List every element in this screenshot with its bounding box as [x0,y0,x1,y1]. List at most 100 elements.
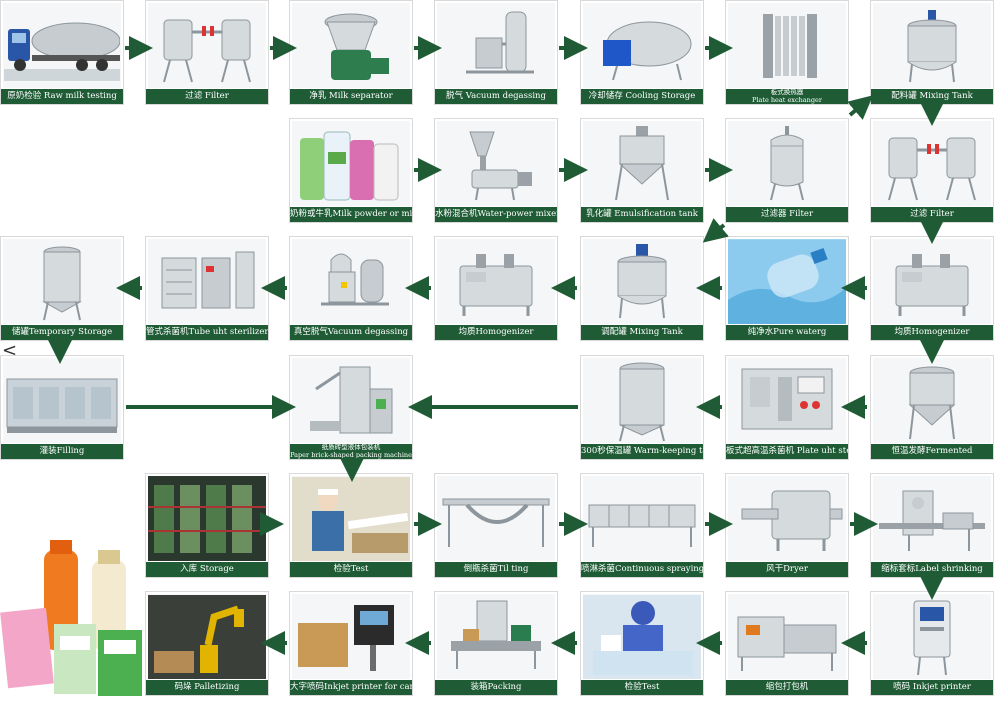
tall-tank-icon [583,358,701,443]
robot-arm-icon [148,594,266,679]
plate-sterilizer-icon [728,358,846,443]
tanker-truck-icon [3,3,121,88]
step-label: 冷却储存 Cooling Storage [581,89,703,104]
step-filter-2: 过滤 Filter [870,118,994,223]
prev-arrow-icon[interactable]: < [2,340,18,361]
step-label: 原奶检验 Raw milk testing [1,89,123,104]
step-vacuum-degassing-2: 真空脱气Vacuum degassing [289,236,413,341]
step-filter-vessel: 过滤器 Filter [725,118,849,223]
step-temporary-storage: 储罐Temporary Storage [0,236,124,341]
step-til-ting: 倒瓶杀菌Til ting [434,473,558,578]
heat-exchanger-icon [728,3,846,88]
step-label-shrinking: 缩标套标Label shrinking [870,473,994,578]
step-label: 调配罐 Mixing Tank [581,325,703,340]
step-mixing-tank-2: 调配罐 Mixing Tank [580,236,704,341]
separator-icon [292,3,410,88]
step-spraying-sterilizer: 喷淋杀菌Continuous spraying Sterilizer [580,473,704,578]
step-label: 缩包打包机 [726,680,848,695]
step-test-2: 检验Test [580,591,704,696]
step-emulsification-tank: 乳化罐 Emulsification tank [580,118,704,223]
dryer-icon [728,476,846,561]
final-products-image [0,540,146,700]
warehouse-icon [148,476,266,561]
step-paper-brick-packing: 纸质砖型液体包装机 Paper brick-shaped packing mac… [289,355,413,460]
carton-printer-icon [292,594,410,679]
step-inkjet-carton: 大字喷码Inkjet printer for carton [289,591,413,696]
step-label: 倒瓶杀菌Til ting [435,562,557,577]
step-water-powder-mixer: 水粉混合机Water-power mixer [434,118,558,223]
step-filling: 灌装Filling [0,355,124,460]
fermenter-icon [873,358,991,443]
step-label: 码垛 Palletizing [146,680,268,695]
step-label: 检验Test [581,680,703,695]
degasser-icon [437,3,555,88]
conveyor-icon [437,476,555,561]
step-label: 装箱Packing [435,680,557,695]
step-test-1: 检验Test [289,473,413,578]
step-plate-heat-exchanger: 板式换热器 Plate heat exchanger [725,0,849,105]
cooling-tank-icon [583,3,701,88]
twin-filter-icon [873,121,991,206]
step-label: 均质Homogenizer [435,325,557,340]
step-label: 配料罐 Mixing Tank [871,89,993,104]
inkjet-printer-icon [873,594,991,679]
step-homogenizer-1: 均质Homogenizer [434,236,558,341]
uht-sterilizer-icon [148,239,266,324]
step-label: 过滤 Filter [871,207,993,222]
homogenizer-icon [873,239,991,324]
step-label: 大字喷码Inkjet printer for carton [290,680,412,695]
step-palletizing: 码垛 Palletizing [145,591,269,696]
step-label: 奶粉或牛乳Milk powder or milk [290,207,412,222]
step-packing: 装箱Packing [434,591,558,696]
step-shrink-wrap: 缩包打包机 [725,591,849,696]
step-inkjet-printer: 喷码 Inkjet printer [870,591,994,696]
water-bottle-icon [728,239,846,324]
step-vacuum-degassing-1: 脱气 Vacuum degassing [434,0,558,105]
step-mixing-tank-1: 配料罐 Mixing Tank [870,0,994,105]
step-label: 喷码 Inkjet printer [871,680,993,695]
case-packer-icon [437,594,555,679]
step-label: 恒温发酵Fermented [871,444,993,459]
step-label: 板式超高温杀菌机 Plate uht sterilizer [726,444,848,459]
step-label: 入库 Storage [146,562,268,577]
step-cooling-storage: 冷却储存 Cooling Storage [580,0,704,105]
step-raw-milk-testing: 原奶检验 Raw milk testing [0,0,124,105]
step-label: 板式换热器 Plate heat exchanger [726,89,848,104]
step-label: 过滤 Filter [146,89,268,104]
degasser-icon [292,239,410,324]
mixing-tank-icon [583,239,701,324]
step-label: 缩标套标Label shrinking [871,562,993,577]
twin-filter-icon [148,3,266,88]
step-tube-uht-sterilizer: 管式杀菌机Tube uht sterilizer [145,236,269,341]
emulsification-tank-icon [583,121,701,206]
storage-tank-icon [3,239,121,324]
step-label: 水粉混合机Water-power mixer [435,207,557,222]
step-label: 管式杀菌机Tube uht sterilizer [146,325,268,340]
milk-powder-cans-icon [292,121,410,206]
step-homogenizer-2: 均质Homogenizer [870,236,994,341]
step-plate-uht-sterilizer: 板式超高温杀菌机 Plate uht sterilizer [725,355,849,460]
step-milk-separator: 净乳 Milk separator [289,0,413,105]
step-filter-1: 过滤 Filter [145,0,269,105]
labeler-icon [873,476,991,561]
filter-vessel-icon [728,121,846,206]
inspection-icon [292,476,410,561]
filling-line-icon [3,358,121,443]
step-label: 脱气 Vacuum degassing [435,89,557,104]
step-storage: 入库 Storage [145,473,269,578]
step-pure-water: 纯净水Pure waterg [725,236,849,341]
step-milk-powder: 奶粉或牛乳Milk powder or milk [289,118,413,223]
step-label: 储罐Temporary Storage [1,325,123,340]
step-label: 喷淋杀菌Continuous spraying Sterilizer [581,562,703,577]
step-warm-keeping-tank: 300秒保温罐 Warm-keeping tank [580,355,704,460]
step-label: 净乳 Milk separator [290,89,412,104]
step-label: 检验Test [290,562,412,577]
powder-mixer-icon [437,121,555,206]
spray-tunnel-icon [583,476,701,561]
step-label: 过滤器 Filter [726,207,848,222]
shrink-wrapper-icon [728,594,846,679]
inspection-icon [583,594,701,679]
step-fermented: 恒温发酵Fermented [870,355,994,460]
step-label: 纸质砖型液体包装机 Paper brick-shaped packing mac… [290,444,412,459]
